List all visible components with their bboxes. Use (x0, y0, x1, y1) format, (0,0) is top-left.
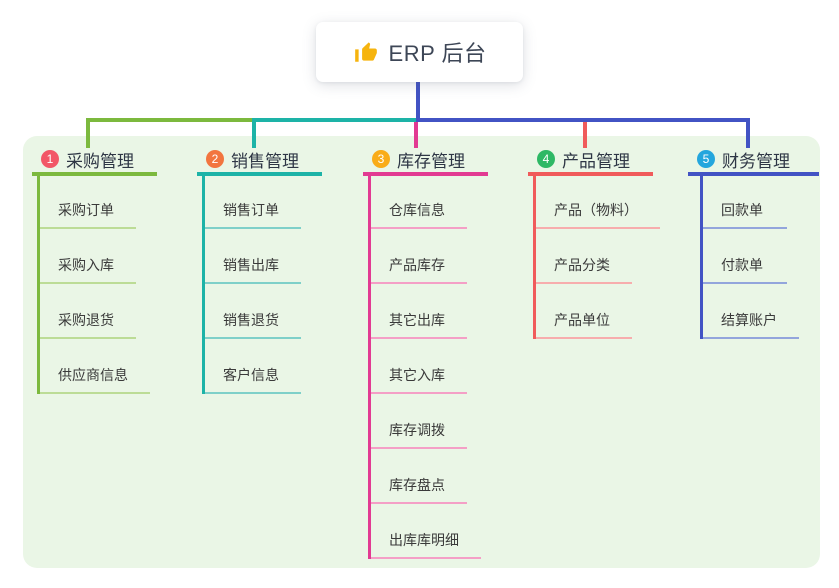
child-node[interactable]: 出库库明细 (371, 504, 481, 559)
connector-line (416, 118, 750, 122)
connector-line (746, 118, 750, 148)
connector-line (86, 118, 256, 122)
branch-label: 采购管理 (66, 151, 134, 171)
thumbs-up-icon (353, 39, 379, 65)
child-node[interactable]: 销售订单 (205, 176, 301, 229)
branch-children-rail: 回款单付款单结算账户 (700, 176, 799, 339)
branch-2: 2 销售管理销售订单销售出库销售退货客户信息 (197, 146, 322, 394)
child-node[interactable]: 仓库信息 (371, 176, 467, 229)
branch-children-rail: 采购订单采购入库采购退货供应商信息 (37, 176, 150, 394)
branch-node[interactable]: 2 销售管理 (197, 146, 322, 176)
child-node[interactable]: 付款单 (703, 229, 787, 284)
branch-children-rail: 销售订单销售出库销售退货客户信息 (202, 176, 301, 394)
branch-number-badge: 5 (697, 150, 715, 168)
branch-label: 库存管理 (397, 151, 465, 171)
child-node[interactable]: 其它入库 (371, 339, 467, 394)
child-node[interactable]: 供应商信息 (40, 339, 150, 394)
root-title: ERP 后台 (388, 41, 487, 66)
child-node[interactable]: 销售退货 (205, 284, 301, 339)
child-node[interactable]: 客户信息 (205, 339, 301, 394)
child-node[interactable]: 销售出库 (205, 229, 301, 284)
child-node[interactable]: 回款单 (703, 176, 787, 229)
child-node[interactable]: 其它出库 (371, 284, 467, 339)
child-node[interactable]: 库存调拨 (371, 394, 467, 449)
branch-number-badge: 4 (537, 150, 555, 168)
branch-number-badge: 2 (206, 150, 224, 168)
branch-5: 5 财务管理回款单付款单结算账户 (688, 146, 819, 339)
connector-line (252, 118, 256, 148)
branch-label: 产品管理 (562, 151, 630, 171)
branch-1: 1 采购管理采购订单采购入库采购退货供应商信息 (32, 146, 157, 394)
connector-line (416, 82, 420, 122)
child-node[interactable]: 产品单位 (536, 284, 632, 339)
child-node[interactable]: 产品库存 (371, 229, 467, 284)
branch-node[interactable]: 5 财务管理 (688, 146, 819, 176)
child-node[interactable]: 采购入库 (40, 229, 136, 284)
branch-3: 3 库存管理仓库信息产品库存其它出库其它入库库存调拨库存盘点出库库明细 (363, 146, 488, 559)
branch-number-badge: 1 (41, 150, 59, 168)
branch-children-rail: 产品（物料）产品分类产品单位 (533, 176, 660, 339)
connector-line (414, 122, 418, 148)
child-node[interactable]: 采购退货 (40, 284, 136, 339)
child-node[interactable]: 结算账户 (703, 284, 799, 339)
connector-line (583, 122, 587, 148)
branches-panel (23, 136, 820, 568)
branch-node[interactable]: 4 产品管理 (528, 146, 653, 176)
connector-line (86, 118, 90, 148)
child-node[interactable]: 产品（物料） (536, 176, 660, 229)
child-node[interactable]: 产品分类 (536, 229, 632, 284)
branch-number-badge: 3 (372, 150, 390, 168)
branch-4: 4 产品管理产品（物料）产品分类产品单位 (528, 146, 660, 339)
branch-label: 财务管理 (722, 151, 790, 171)
branch-children-rail: 仓库信息产品库存其它出库其它入库库存调拨库存盘点出库库明细 (368, 176, 481, 559)
connector-line (252, 118, 418, 122)
branch-node[interactable]: 1 采购管理 (32, 146, 157, 176)
branch-node[interactable]: 3 库存管理 (363, 146, 488, 176)
root-node[interactable]: ERP 后台 (316, 22, 523, 82)
child-node[interactable]: 库存盘点 (371, 449, 467, 504)
branch-label: 销售管理 (231, 151, 299, 171)
child-node[interactable]: 采购订单 (40, 176, 136, 229)
